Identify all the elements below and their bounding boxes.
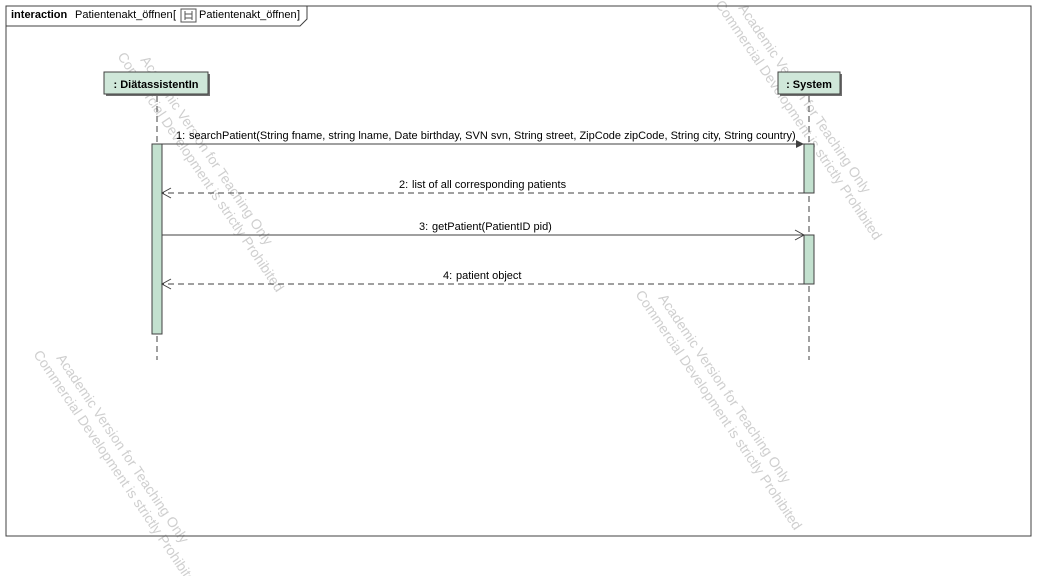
lifeline-label: : DiätassistentIn bbox=[114, 79, 199, 91]
message-number: 4: bbox=[443, 270, 452, 282]
frame-heading-tab bbox=[6, 6, 308, 27]
message-label: patient object bbox=[456, 270, 521, 282]
frame-ref-name: Patientenakt_öffnen bbox=[199, 9, 297, 21]
message-number: 3: bbox=[419, 221, 428, 233]
open-arrowhead-icon bbox=[794, 229, 806, 241]
frame-ref-close: ] bbox=[297, 9, 300, 21]
message-4: 4: patient object bbox=[160, 270, 804, 290]
lifeline-head bbox=[103, 71, 209, 95]
activation-bar bbox=[803, 143, 815, 194]
message-label: list of all corresponding patients bbox=[412, 179, 567, 191]
filled-arrowhead-icon bbox=[796, 140, 804, 148]
frame-name: Patientenakt_öffnen bbox=[75, 9, 173, 21]
open-arrowhead-icon bbox=[160, 278, 172, 290]
lifeline-system: : System bbox=[777, 71, 842, 360]
activation-bar bbox=[151, 143, 163, 335]
interaction-frame bbox=[5, 5, 1032, 537]
interaction-diagram-icon bbox=[180, 8, 197, 23]
message-label: getPatient(PatientID pid) bbox=[432, 221, 552, 233]
frame-keyword: interaction bbox=[11, 9, 68, 21]
watermark-line2: Commercial Development is strictly Prohi… bbox=[712, 0, 885, 243]
message-number: 2: bbox=[399, 179, 408, 191]
message-label: searchPatient(String fname, string lname… bbox=[189, 130, 796, 142]
watermark-line1: Academic Version for Teaching Only bbox=[656, 291, 795, 486]
watermark-line1: Academic Version for Teaching Only bbox=[54, 351, 193, 546]
activation-bar bbox=[803, 234, 815, 285]
watermark-line2: Commercial Development is strictly Prohi… bbox=[632, 287, 805, 533]
open-arrowhead-icon bbox=[160, 187, 172, 199]
message-2: 2: list of all corresponding patients bbox=[160, 179, 804, 199]
lifeline-diaetassistentin: : DiätassistentIn bbox=[103, 71, 210, 360]
message-1: 1: searchPatient(String fname, string ln… bbox=[162, 130, 804, 148]
message-3: 3: getPatient(PatientID pid) bbox=[162, 221, 806, 241]
frame-ref-open: [ bbox=[173, 9, 176, 21]
lifeline-label: : System bbox=[786, 79, 832, 91]
message-number: 1: bbox=[176, 130, 185, 142]
lifeline-head bbox=[777, 71, 841, 95]
